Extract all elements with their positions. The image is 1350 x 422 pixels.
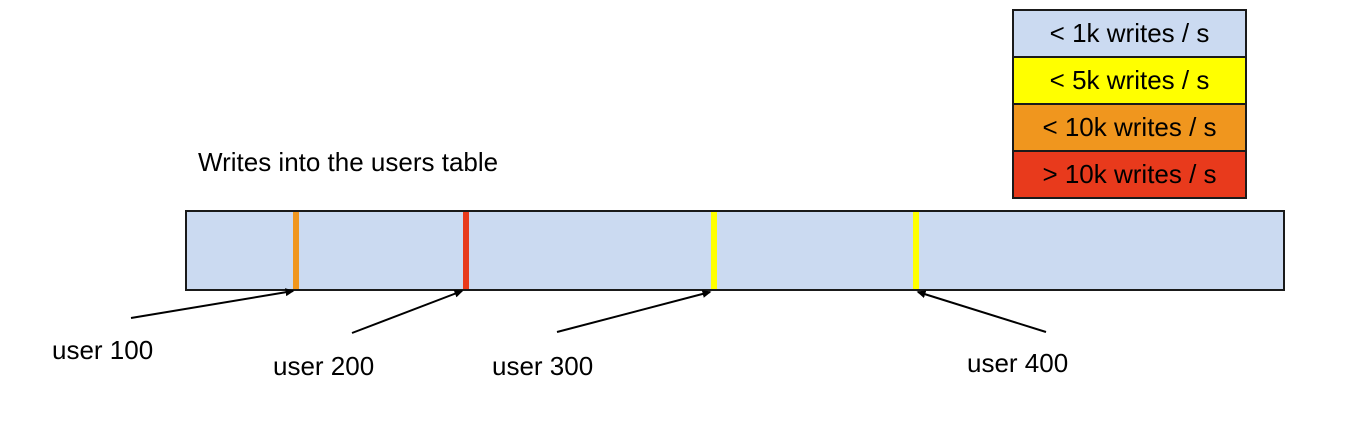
write-hotspot-marker-user-300 [710, 212, 717, 289]
legend-item-gt-10k: > 10k writes / s [1014, 152, 1245, 197]
write-hotspot-marker-user-400 [912, 212, 919, 289]
write-hotspot-marker-user-200 [463, 212, 470, 289]
arrow-user-300 [556, 290, 712, 333]
legend: < 1k writes / s < 5k writes / s < 10k wr… [1012, 9, 1247, 199]
user-label-400: user 400 [967, 348, 1069, 378]
legend-item-lt-5k: < 5k writes / s [1014, 58, 1245, 105]
legend-item-lt-10k: < 10k writes / s [1014, 105, 1245, 152]
arrow-user-400 [916, 290, 1047, 333]
legend-item-label: < 1k writes / s [1049, 18, 1210, 48]
legend-item-lt-1k: < 1k writes / s [1014, 11, 1245, 58]
users-table-bar [185, 210, 1285, 291]
user-label-200: user 200 [273, 351, 375, 381]
diagram-title: Writes into the users table [198, 147, 499, 177]
legend-item-label: < 5k writes / s [1049, 65, 1210, 95]
legend-item-label: > 10k writes / s [1042, 159, 1217, 189]
legend-item-label: < 10k writes / s [1042, 112, 1217, 142]
user-label-100: user 100 [52, 335, 154, 365]
user-label-300: user 300 [492, 351, 594, 381]
arrow-user-200 [351, 289, 464, 334]
arrow-user-100 [130, 288, 295, 319]
write-hotspot-marker-user-100 [293, 212, 300, 289]
